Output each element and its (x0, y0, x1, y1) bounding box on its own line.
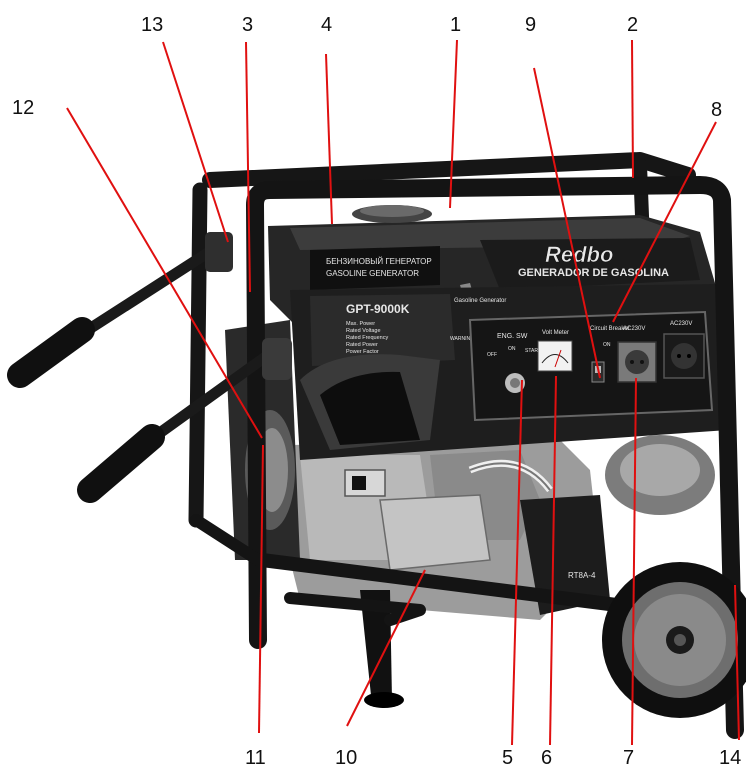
spec-list: Max. Power Rated Voltage Rated Frequency… (346, 321, 388, 355)
ac-socket-1 (617, 341, 657, 383)
warning-label: WARNING (450, 336, 474, 342)
start-label: START (525, 348, 541, 354)
volt-meter-label: Volt Meter (542, 330, 569, 336)
leader-line-13 (162, 41, 229, 243)
callout-11: 11 (245, 747, 266, 769)
spec-row: Max. Power (346, 321, 375, 327)
spec-title: Gasoline Generator (454, 298, 506, 304)
ac-socket-2 (663, 333, 705, 379)
callout-1: 1 (450, 14, 462, 36)
cb-on-label: ON (603, 342, 611, 348)
on-label: ON (508, 346, 516, 352)
label-english: GASOLINE GENERATOR (326, 269, 419, 278)
circuit-breaker-label: Circuit Breaker (590, 326, 630, 332)
handle-upper (7, 232, 233, 388)
leader-line-2 (631, 39, 634, 179)
leader-line-10 (346, 569, 426, 727)
carburetor (379, 494, 491, 571)
brand-logo: Redbo (545, 242, 613, 267)
callout-13: 13 (141, 14, 164, 36)
callout-9: 9 (525, 14, 537, 36)
leader-line-11 (258, 444, 264, 734)
brand-subtitle: GENERADOR DE GASOLINA (518, 267, 669, 279)
leader-line-7 (631, 377, 637, 746)
spec-row: Rated Power (346, 342, 378, 348)
leader-line-5 (511, 379, 523, 746)
callout-3: 3 (242, 14, 254, 36)
regulator-box (520, 495, 610, 615)
callout-4: 4 (321, 14, 333, 36)
volt-meter (537, 340, 573, 372)
leader-line-8 (612, 121, 717, 323)
callout-8: 8 (711, 99, 723, 121)
callout-2: 2 (627, 14, 639, 36)
control-box: GPT-9000K Gasoline Generator Max. Power … (290, 284, 728, 460)
callout-6: 6 (541, 747, 553, 769)
fuel-cap (352, 205, 432, 223)
spec-row: Rated Frequency (346, 335, 388, 341)
leader-line-3 (245, 41, 251, 293)
label-russian: БЕНЗИНОВЫЙ ГЕНЕРАТОР (326, 257, 432, 266)
leader-line-12 (66, 107, 263, 439)
eng-sw-label: ENG. SW (497, 333, 528, 340)
callout-10: 10 (335, 747, 358, 769)
callout-7: 7 (623, 747, 635, 769)
regulator-label: RT8A-4 (568, 571, 596, 580)
leader-line-4 (325, 53, 333, 225)
model-plate: GPT-9000K (346, 302, 410, 316)
leader-lines (66, 39, 740, 746)
leader-line-6 (549, 375, 557, 746)
wheel (602, 562, 746, 718)
leader-line-1 (449, 39, 458, 209)
socket-1-label: AC230V (623, 326, 645, 332)
spec-row: Rated Voltage (346, 328, 381, 334)
callout-5: 5 (502, 747, 514, 769)
off-label: OFF (487, 352, 497, 358)
callout-12: 12 (12, 97, 35, 119)
front-panel (468, 310, 714, 422)
frame-foot (360, 590, 392, 705)
spec-row: Power Factor (346, 349, 379, 355)
engine-switch (505, 373, 525, 393)
callout-14: 14 (719, 747, 742, 769)
socket-2-label: AC230V (670, 321, 692, 327)
leader-line-9 (533, 67, 601, 379)
handle-lower (77, 338, 292, 503)
leader-line-14 (734, 584, 740, 741)
